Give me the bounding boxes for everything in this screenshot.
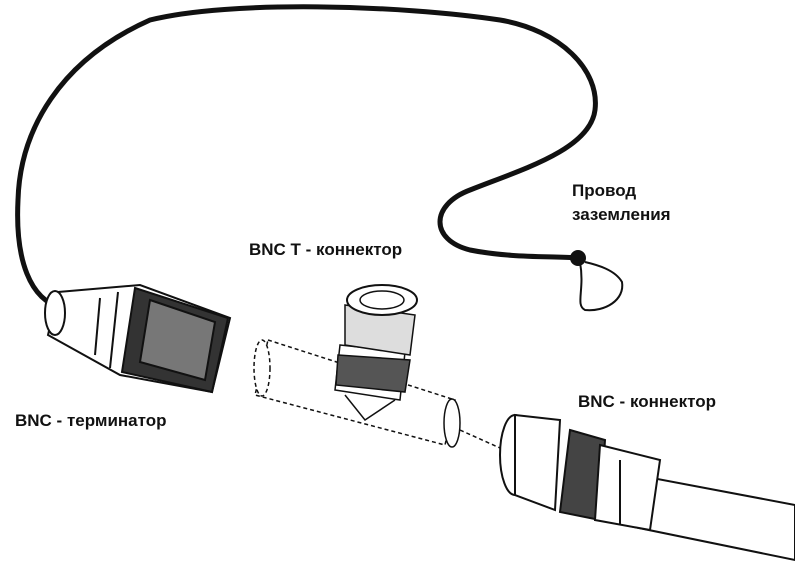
bnc-connector bbox=[499, 413, 795, 562]
t-connector-label: BNC T - коннектор bbox=[249, 240, 403, 259]
ground-wire-label-line2: заземления bbox=[572, 205, 671, 224]
ground-wire-label-line1: Провод bbox=[572, 181, 637, 200]
dashed-guide bbox=[459, 429, 501, 449]
ground-wire bbox=[15, 4, 598, 311]
bnc-terminator bbox=[44, 283, 232, 394]
terminator-label: BNC - терминатор bbox=[15, 411, 167, 430]
connector-label: BNC - коннектор bbox=[578, 392, 716, 411]
bnc-t-connector bbox=[253, 284, 461, 448]
ground-lug-dot bbox=[570, 250, 586, 266]
ground-lug-loop bbox=[579, 261, 624, 312]
